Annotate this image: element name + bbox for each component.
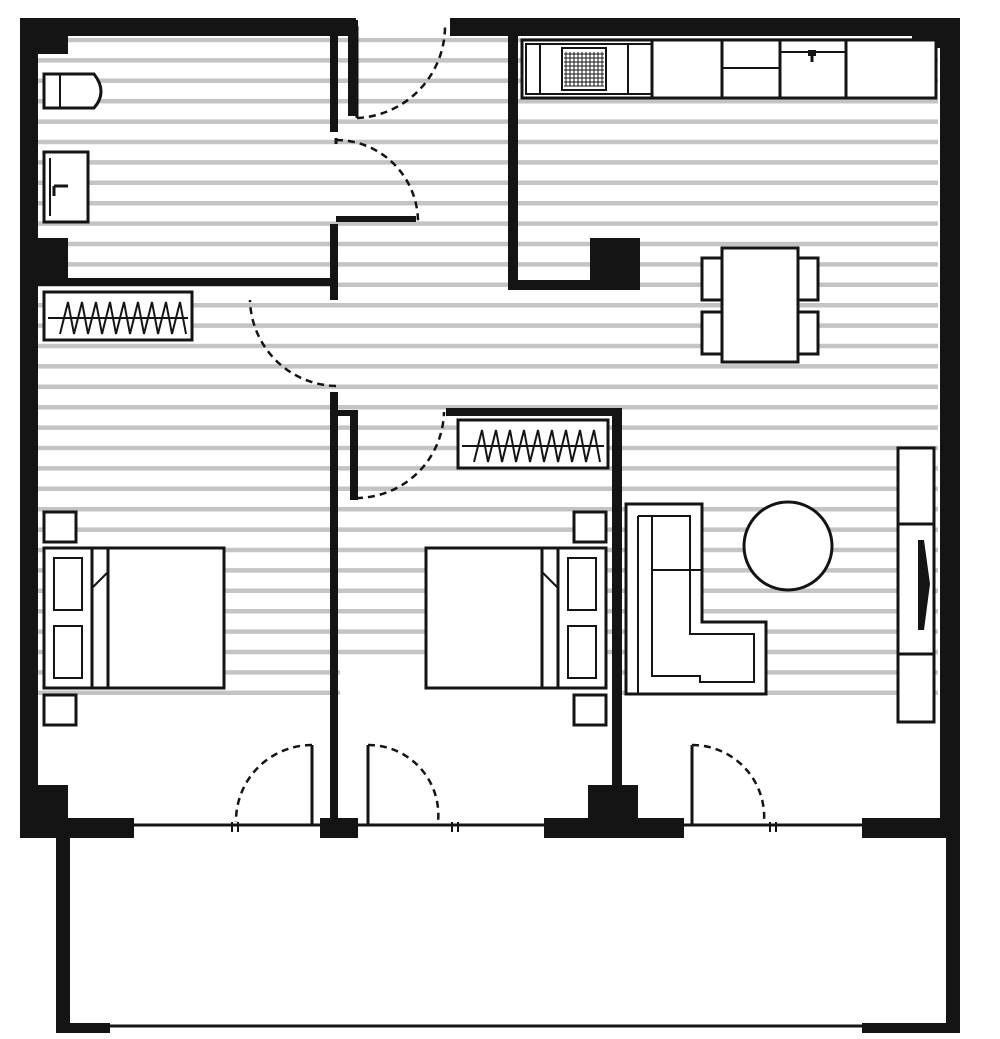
windows xyxy=(134,822,862,832)
sink-icon xyxy=(42,150,90,224)
dining-table xyxy=(700,246,820,364)
sofa-icon xyxy=(624,502,768,696)
doors xyxy=(234,23,766,824)
bathtub-icon xyxy=(42,72,103,110)
wardrobe-icon xyxy=(456,418,610,470)
coffee-table-icon xyxy=(742,500,834,592)
double-bed-icon xyxy=(424,510,608,727)
double-bed-icon xyxy=(42,510,226,727)
stove-icon xyxy=(561,47,607,91)
wardrobe-icon xyxy=(42,290,194,342)
walls xyxy=(20,18,960,1033)
tv-unit-icon xyxy=(896,446,936,724)
